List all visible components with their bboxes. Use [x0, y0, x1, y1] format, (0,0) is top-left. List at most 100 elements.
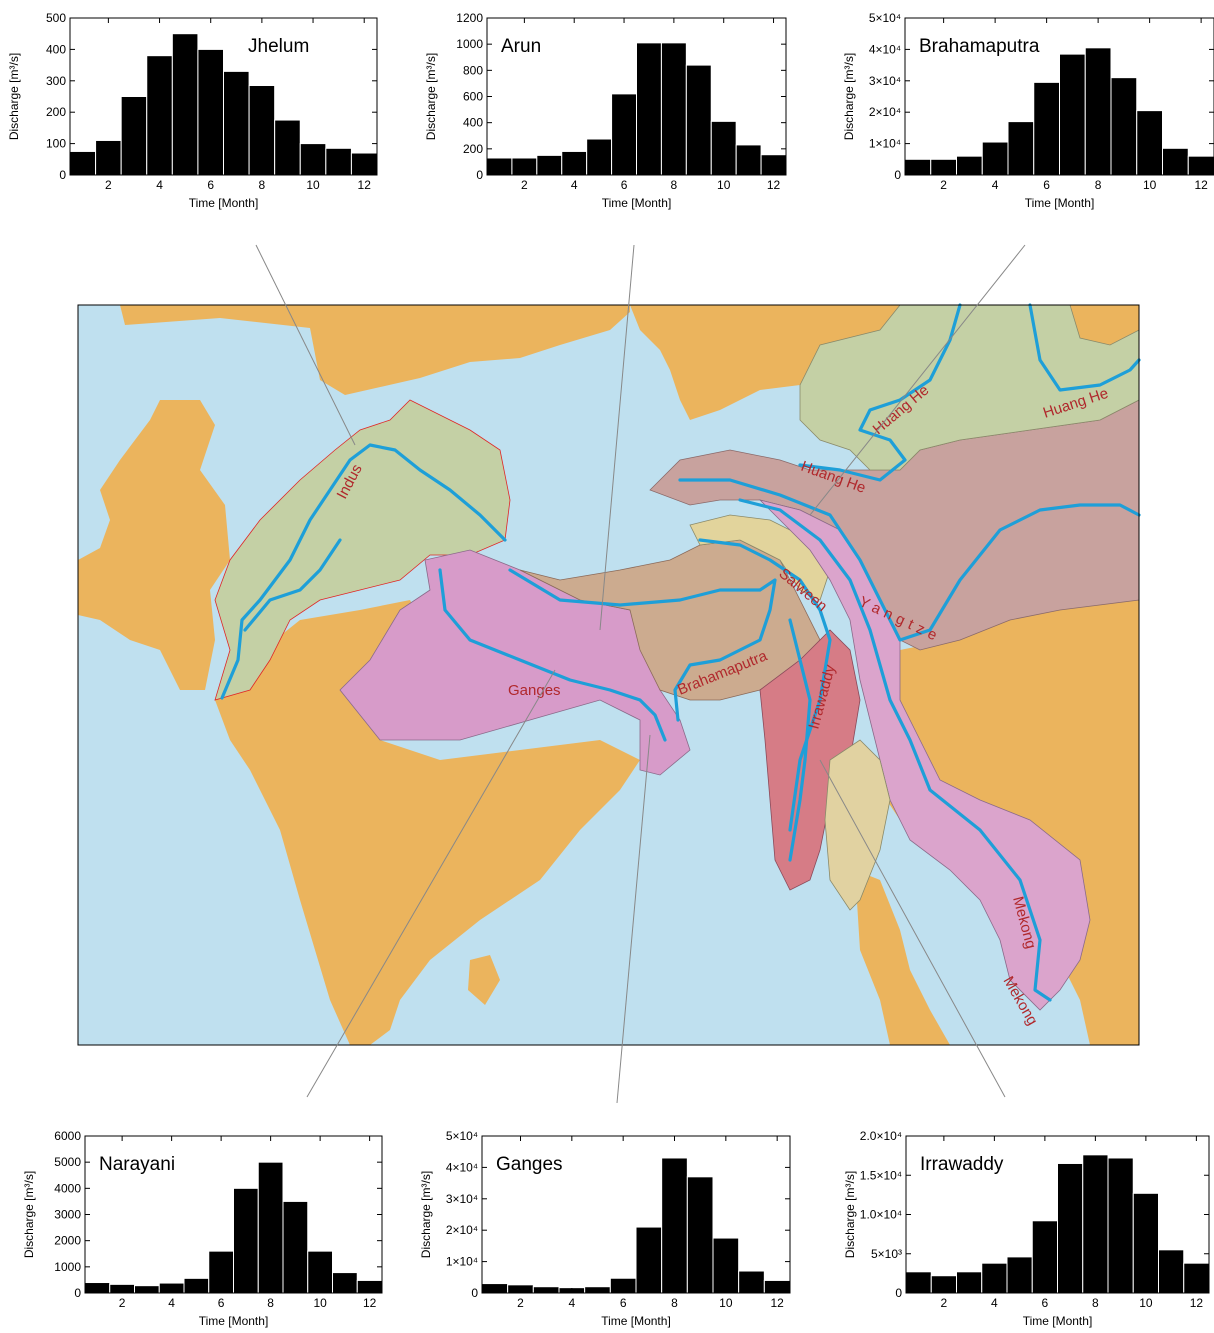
brahamaputra-bar-month-6 — [1033, 81, 1060, 176]
brahamaputra-plot-frame — [904, 17, 1214, 176]
brahamaputra-bar-month-8 — [1084, 47, 1112, 176]
irrawaddy-ytick-label: 0 — [895, 1286, 902, 1300]
jhelum-ytick-label: 500 — [46, 11, 66, 25]
brahamaputra-xtick-label: 6 — [1043, 178, 1050, 192]
river-indus — [220, 443, 507, 700]
basin-indus — [214, 399, 511, 701]
arun-bar-month-8 — [660, 42, 687, 176]
leader-lines — [255, 244, 1026, 1104]
brahamaputra-xtick-label: 12 — [1194, 178, 1208, 192]
ganges-bar-month-8 — [661, 1157, 688, 1294]
arun-bar-month-11 — [735, 144, 762, 176]
jhelum-bar-month-11 — [325, 147, 352, 176]
brahamaputra-bar-month-5 — [1007, 121, 1035, 176]
arun-xtick-label: 12 — [767, 178, 781, 192]
land-malay — [855, 870, 950, 1045]
ganges-xlabel: Time [Month] — [601, 1314, 671, 1328]
brahamaputra-bar-month-9 — [1110, 77, 1138, 176]
narayani-bar-month-3 — [134, 1285, 160, 1294]
river-yangtze — [678, 478, 1141, 642]
brahamaputra-ylabel: Discharge [m³/s] — [842, 53, 856, 140]
arun-bar-month-3 — [536, 154, 563, 176]
arun-bar-month-1 — [486, 157, 513, 176]
irrawaddy-ytick-label: 2.0×10⁴ — [860, 1129, 902, 1143]
arun-bar-month-6 — [611, 93, 637, 176]
narayani-ytick-label: 4000 — [54, 1181, 81, 1195]
ganges-ytick-label: 0 — [471, 1286, 478, 1300]
brahamaputra-xtick-label: 2 — [940, 178, 947, 192]
ganges-xtick-label: 12 — [770, 1296, 784, 1310]
irrawaddy-bar-month-3 — [956, 1271, 983, 1294]
arun-xtick-label: 10 — [717, 178, 731, 192]
brahamaputra-xtick-label: 4 — [992, 178, 999, 192]
narayani-xtick-label: 6 — [218, 1296, 225, 1310]
river-lines — [220, 303, 1141, 1002]
jhelum-title: Jhelum — [248, 36, 309, 57]
jhelum-ytick-label: 0 — [59, 168, 66, 182]
arun-xtick-label: 4 — [571, 178, 578, 192]
label-ganges: Ganges — [508, 682, 561, 699]
land-mongolia — [630, 305, 900, 420]
river-mekong — [738, 498, 1052, 1002]
narayani-bar-month-11 — [332, 1272, 358, 1294]
arun-ytick-label: 200 — [463, 142, 483, 156]
ganges-bar-month-10 — [712, 1237, 740, 1294]
basin-salween — [689, 514, 831, 601]
narayani-title: Narayani — [99, 1154, 175, 1175]
irrawaddy-xtick-label: 10 — [1139, 1296, 1153, 1310]
narayani-ytick-label: 6000 — [54, 1129, 81, 1143]
brahamaputra-ytick-label: 0 — [894, 168, 901, 182]
narayani-bar-month-5 — [183, 1277, 210, 1294]
river-huang-he-east — [1028, 303, 1141, 392]
jhelum-xtick-label: 12 — [358, 178, 372, 192]
ganges-bar-month-5 — [584, 1286, 611, 1294]
basin-irrawaddy — [759, 629, 861, 891]
ganges-xtick-label: 10 — [719, 1296, 733, 1310]
jhelum-bar-month-3 — [120, 96, 148, 176]
leader-irrawaddy — [819, 759, 1006, 1098]
narayani-bar-month-7 — [233, 1187, 259, 1294]
irrawaddy-xtick-label: 12 — [1190, 1296, 1204, 1310]
narayani-xtick-label: 4 — [168, 1296, 175, 1310]
irrawaddy-bar-month-11 — [1158, 1249, 1185, 1294]
arun-xtick-label: 8 — [671, 178, 678, 192]
brahamaputra-ytick-label: 4×10⁴ — [869, 42, 901, 56]
ganges-ytick-label: 2×10⁴ — [446, 1223, 478, 1237]
brahamaputra-xlabel: Time [Month] — [1025, 196, 1095, 210]
jhelum-xlabel: Time [Month] — [189, 196, 259, 210]
arun-ytick-label: 1000 — [456, 37, 483, 51]
leader-ganges — [616, 734, 651, 1104]
narayani-xtick-label: 2 — [119, 1296, 126, 1310]
ganges-ytick-label: 3×10⁴ — [446, 1192, 478, 1206]
irrawaddy-bar-month-5 — [1006, 1256, 1033, 1294]
arun-ytick-label: 400 — [463, 116, 483, 130]
jhelum-xtick-label: 10 — [306, 178, 320, 192]
ganges-xtick-label: 4 — [568, 1296, 575, 1310]
arun-ytick-label: 1200 — [456, 11, 483, 25]
narayani-bar-month-8 — [257, 1161, 284, 1294]
ganges-xtick-label: 8 — [671, 1296, 678, 1310]
arun-xtick-label: 2 — [521, 178, 528, 192]
ganges-ytick-label: 1×10⁴ — [446, 1255, 478, 1269]
jhelum-bar-month-9 — [274, 119, 301, 176]
jhelum-bar-month-2 — [95, 139, 122, 176]
land-iran — [78, 400, 230, 690]
irrawaddy-xtick-label: 2 — [941, 1296, 948, 1310]
jhelum-xtick-label: 2 — [105, 178, 112, 192]
land-india — [215, 600, 640, 1045]
irrawaddy-ytick-label: 1.0×10⁴ — [860, 1208, 902, 1222]
narayani-xtick-label: 8 — [267, 1296, 274, 1310]
jhelum-ytick-label: 200 — [46, 105, 66, 119]
leader-brahamaputra — [809, 244, 1026, 516]
ganges-xtick-label: 2 — [517, 1296, 524, 1310]
irrawaddy-bar-month-8 — [1082, 1154, 1109, 1294]
irrawaddy-ytick-label: 1.5×10⁴ — [860, 1168, 902, 1182]
jhelum-ytick-label: 300 — [46, 74, 66, 88]
land-northeast-china — [1070, 305, 1139, 345]
irrawaddy-bar-month-1 — [905, 1271, 932, 1294]
jhelum-ytick-label: 100 — [46, 137, 66, 151]
